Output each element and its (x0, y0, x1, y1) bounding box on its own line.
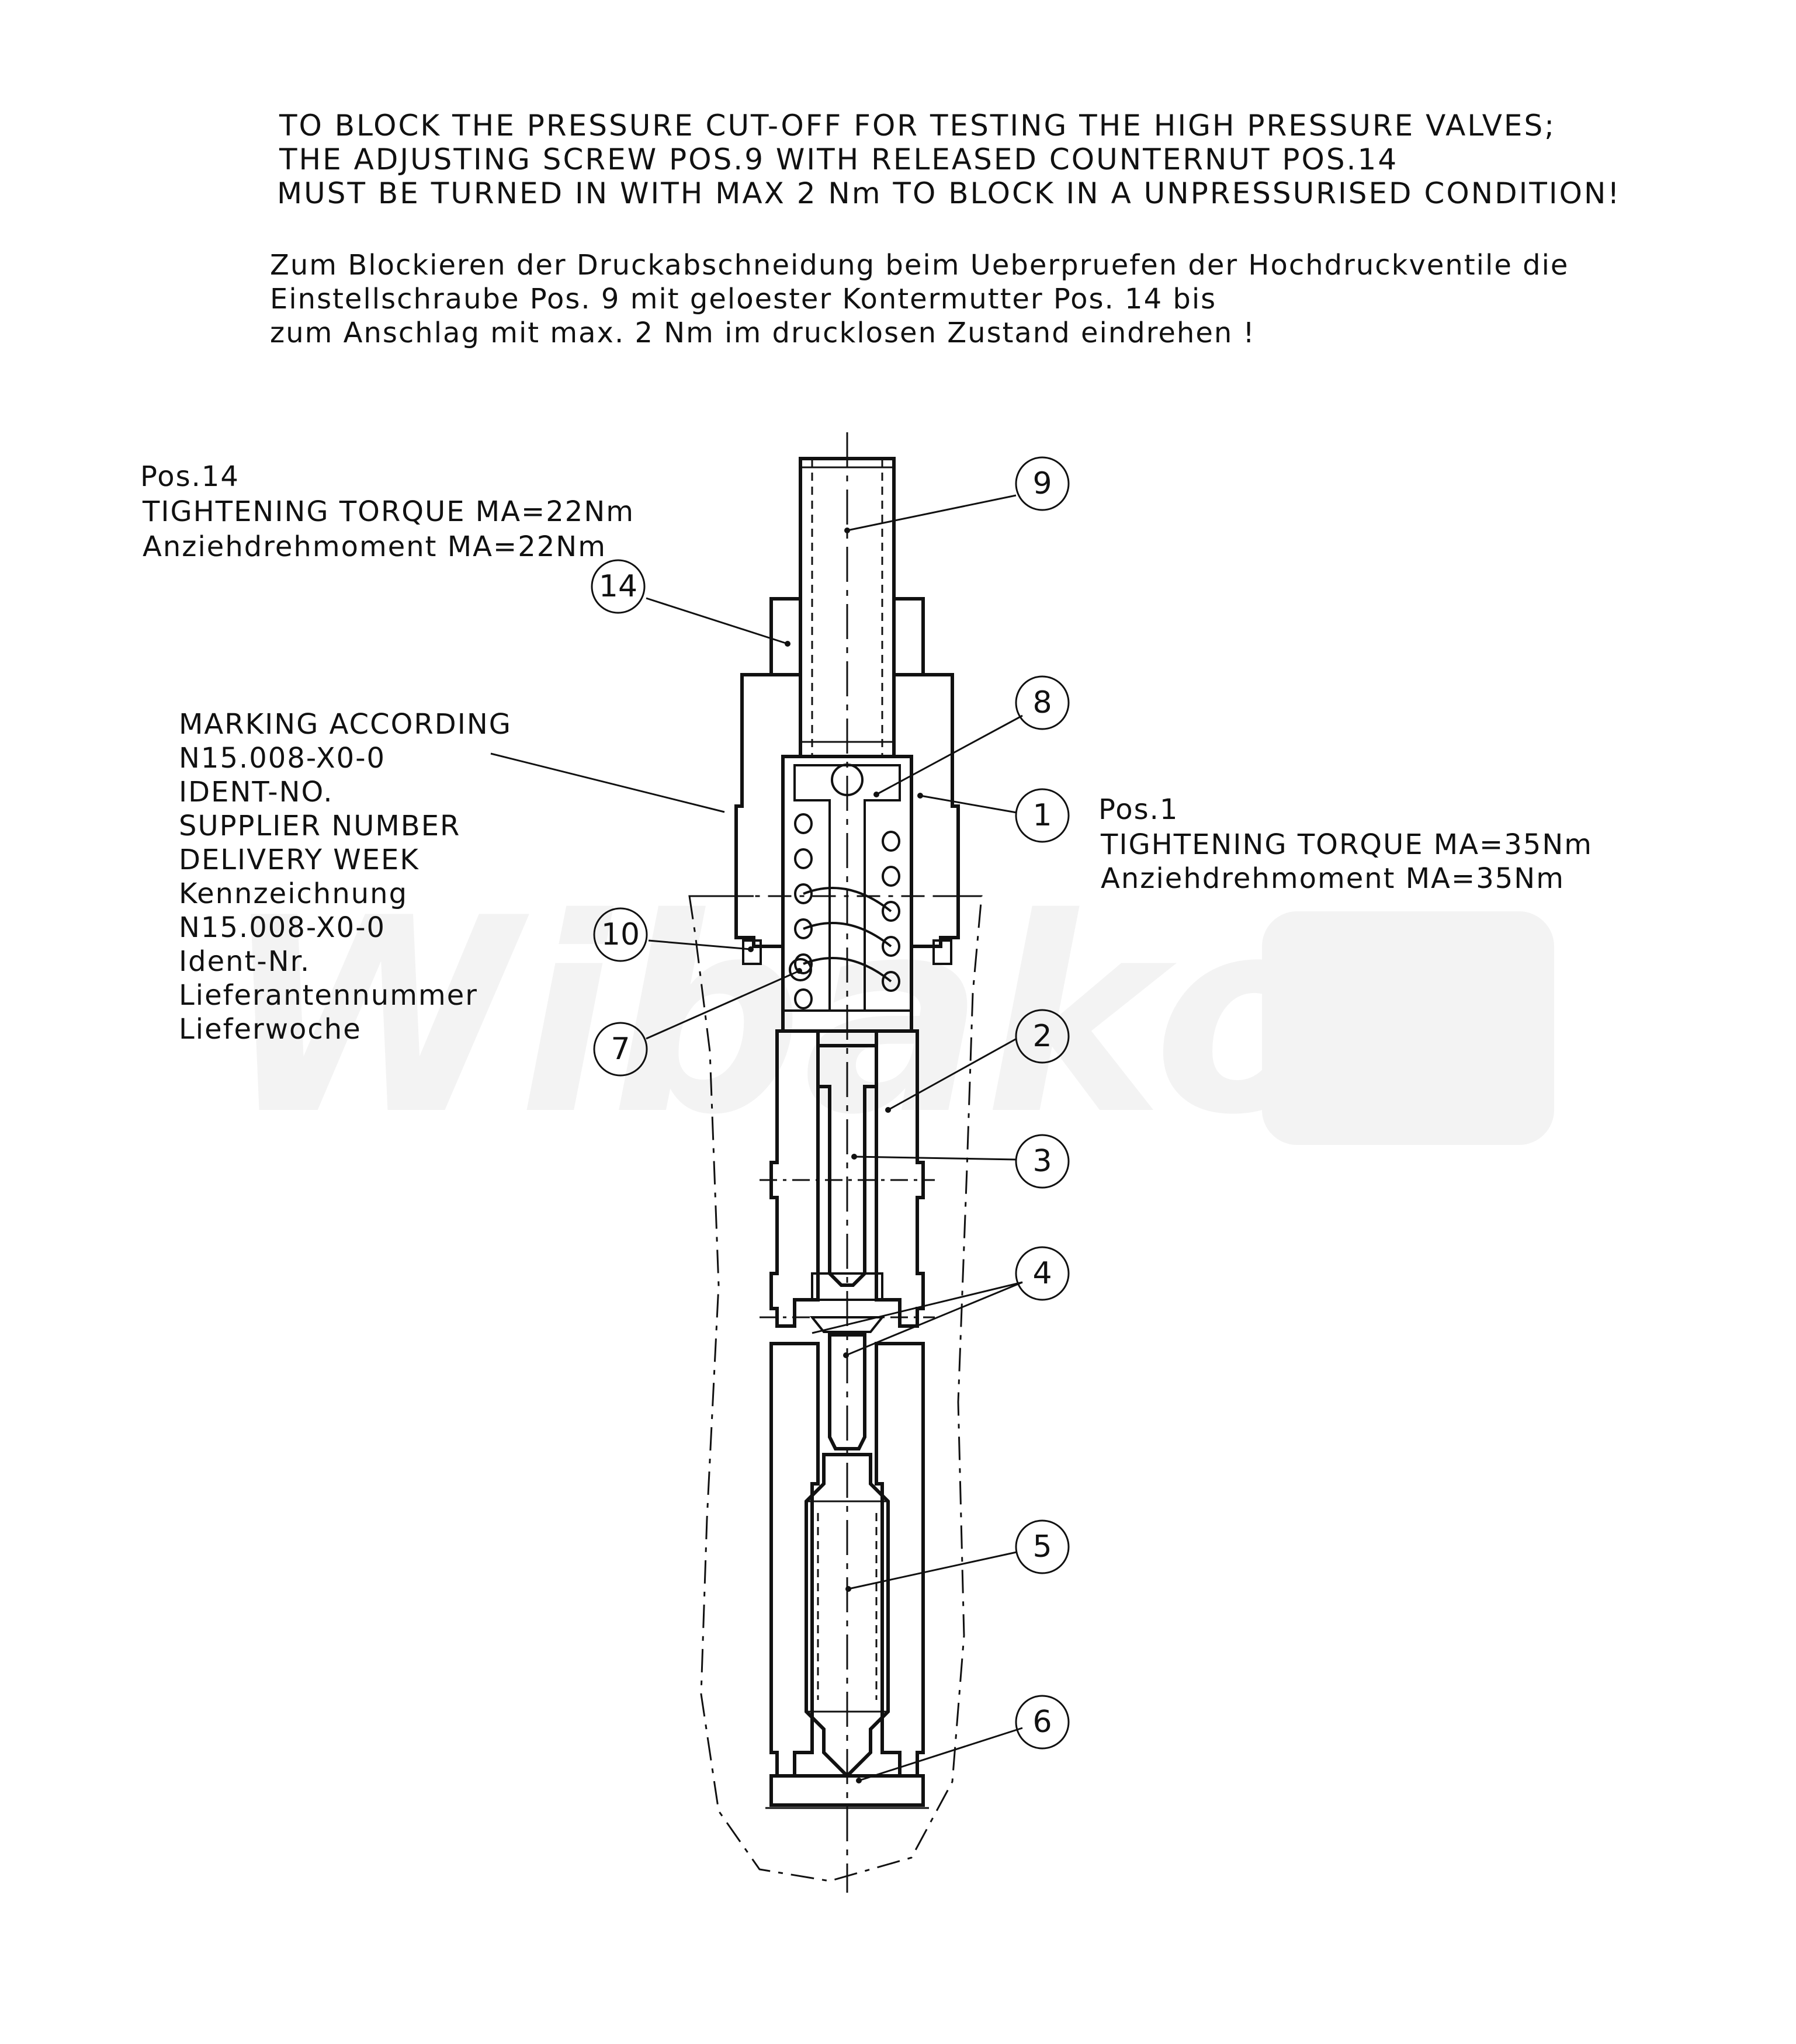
note-pos1-line-3: Anziehdrehmoment MA=35Nm (1101, 862, 1565, 895)
balloon-7-label: 7 (611, 1032, 630, 1067)
balloon-7: 7 (593, 1022, 648, 1077)
leader-4b (845, 1281, 1023, 1356)
spring-plate-seat (831, 764, 864, 796)
piston-body (816, 1044, 878, 1287)
spindle-pos5 (805, 1453, 890, 1779)
balloon-6: 6 (1015, 1695, 1070, 1750)
balloon-10: 10 (593, 907, 648, 962)
body-lower-left (769, 1342, 820, 1778)
balloon-4-label: 4 (1032, 1256, 1052, 1291)
body-upper-left (769, 1029, 820, 1328)
note-pos14: Pos.14 TIGHTENING TORQUE MA=22Nm Anziehd… (140, 460, 635, 563)
ball-pos7 (789, 958, 812, 981)
note-pos1: Pos.1 TIGHTENING TORQUE MA=35Nm Anziehdr… (1098, 793, 1593, 895)
balloon-3-label: 3 (1032, 1144, 1052, 1179)
leader-lines (490, 494, 1023, 1783)
note-marking-line-10: Lieferwoche (179, 1013, 362, 1046)
balloon-6-label: 6 (1032, 1705, 1052, 1740)
note-marking-line-4: SUPPLIER NUMBER (179, 810, 460, 842)
seal-left (742, 939, 762, 965)
body-upper-right (875, 1029, 925, 1328)
note-marking: MARKING ACCORDING N15.008-X0-0 IDENT-NO.… (179, 708, 512, 1046)
body-pos2 (760, 1029, 935, 1778)
instruction-en-line-1: TO BLOCK THE PRESSURE CUT-OFF FOR TESTIN… (279, 109, 1556, 143)
valve-assembly (688, 432, 983, 1893)
leader-5 (848, 1551, 1017, 1590)
note-marking-line-6: Kennzeichnung (179, 877, 408, 910)
note-pos1-line-2: TIGHTENING TORQUE MA=35Nm (1100, 828, 1593, 861)
note-pos14-line-3: Anziehdrehmoment MA=22Nm (143, 530, 606, 563)
watermark-badge (1262, 911, 1554, 1145)
note-marking-line-7: N15.008-X0-0 (179, 911, 386, 944)
seal-ring-pos10 (742, 939, 952, 965)
balloon-2-label: 2 (1032, 1019, 1052, 1054)
instruction-de-line-1: Zum Blockieren der Druckabschneidung bei… (270, 249, 1569, 282)
balloon-14-label: 14 (599, 569, 637, 604)
leader-3 (854, 1155, 1017, 1161)
leader-2 (887, 1037, 1017, 1111)
balloon-9: 9 (1015, 456, 1070, 511)
spring-coils (794, 813, 900, 1009)
instruction-en-line-2: THE ADJUSTING SCREW POS.9 WITH RELEASED … (279, 143, 1398, 176)
balloon-8: 8 (1015, 675, 1070, 730)
balloon-1: 1 (1015, 788, 1070, 843)
instruction-en-line-3: MUST BE TURNED IN WITH MAX 2 Nm TO BLOCK… (277, 176, 1621, 210)
note-marking-line-5: DELIVERY WEEK (179, 844, 419, 876)
note-marking-line-2: N15.008-X0-0 (179, 742, 386, 775)
note-pos1-line-1: Pos.1 (1098, 793, 1178, 826)
spindle-body (805, 1453, 890, 1779)
piston-foot (809, 1316, 885, 1333)
leader-7 (646, 970, 800, 1040)
seal-right (932, 939, 952, 965)
counternut-left (769, 597, 802, 676)
piston-seat (811, 1272, 883, 1301)
note-marking-line-3: IDENT-NO. (179, 776, 334, 808)
leader-6 (858, 1727, 1023, 1782)
balloon-5-label: 5 (1032, 1529, 1052, 1564)
leader-8 (876, 714, 1023, 796)
pin-pos4 (828, 1333, 866, 1450)
balloon-3: 3 (1015, 1134, 1070, 1189)
note-marking-line-8: Ident-Nr. (179, 945, 310, 978)
balloon-2: 2 (1015, 1009, 1070, 1064)
leader-marking (490, 752, 725, 813)
note-marking-line-1: MARKING ACCORDING (179, 708, 512, 741)
pin-body (828, 1333, 866, 1450)
balloon-4: 4 (1015, 1246, 1070, 1301)
leader-9 (847, 494, 1017, 532)
housing-left-wall (734, 673, 802, 948)
balloon-8-label: 8 (1032, 685, 1052, 720)
mounting-bore-outline (688, 895, 983, 1882)
instructions-english: TO BLOCK THE PRESSURE CUT-OFF FOR TESTIN… (277, 109, 1621, 210)
balloon-9-label: 9 (1032, 466, 1052, 501)
watermark-logo: Wibako (222, 861, 1338, 1174)
instruction-de-line-2: Einstellschraube Pos. 9 mit geloester Ko… (270, 283, 1216, 315)
balloon-10-label: 10 (601, 917, 640, 952)
balloon-5: 5 (1015, 1519, 1070, 1574)
leader-1 (920, 794, 1017, 814)
leader-10 (648, 939, 751, 950)
note-pos14-line-1: Pos.14 (140, 460, 240, 493)
balloon-14: 14 (591, 559, 646, 614)
counternut-right (892, 597, 925, 676)
balloon-1-label: 1 (1032, 798, 1052, 833)
note-marking-line-9: Lieferantennummer (179, 979, 478, 1012)
instructions-german: Zum Blockieren der Druckabschneidung bei… (270, 249, 1569, 349)
spring-assembly (781, 755, 913, 1033)
leader-14 (646, 597, 788, 645)
instruction-de-line-3: zum Anschlag mit max. 2 Nm im drucklosen… (270, 317, 1256, 349)
leader-4a (812, 1281, 1023, 1334)
piston-pos3 (809, 1044, 885, 1333)
note-pos14-line-2: TIGHTENING TORQUE MA=22Nm (142, 495, 635, 528)
